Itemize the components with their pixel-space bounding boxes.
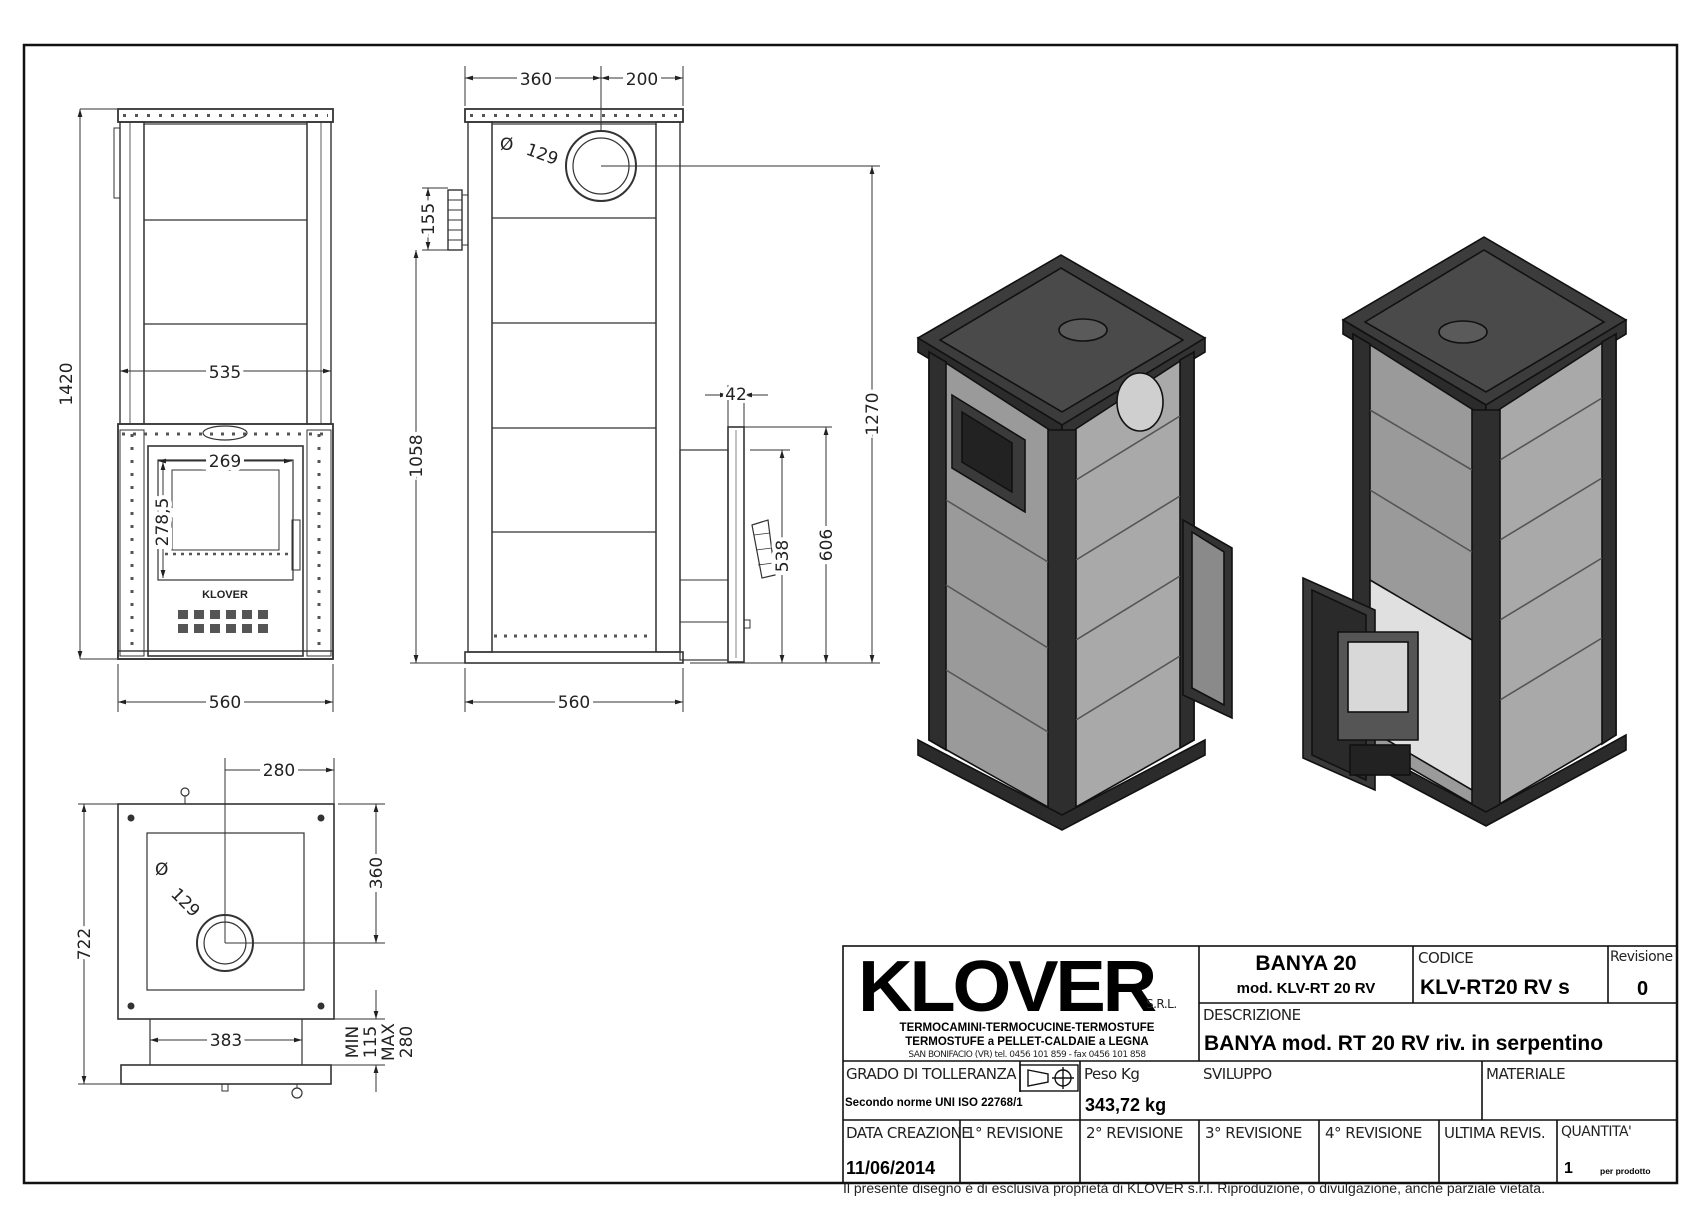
dim-front-inner-width: 535 <box>209 363 241 383</box>
data-creazione-label: DATA CREAZIONE <box>846 1124 971 1142</box>
footer-disclaimer: Il presente disegno è di esclusiva propr… <box>843 1180 1545 1196</box>
company-line-2: TERMOSTUFE a PELLET-CALDAIE a LEGNA <box>905 1036 1149 1048</box>
ultima-revisione-label: ULTIMA REVIS. <box>1444 1124 1546 1142</box>
revisione-value: 0 <box>1636 978 1649 1000</box>
company-line-1: TERMOCAMINI-TERMOCUCINE-TERMOSTUFE <box>899 1022 1155 1034</box>
peso-value: 343,72 kg <box>1085 1095 1167 1115</box>
dim-plan-max-value: 280 <box>397 1026 417 1058</box>
revision-4-label: 4° REVISIONE <box>1325 1124 1422 1142</box>
dim-plan-flue-y: 360 <box>367 857 387 889</box>
codice-value: KLV-RT20 RV s <box>1420 976 1570 999</box>
descrizione-value: BANYA mod. RT 20 RV riv. in serpentino <box>1204 1032 1604 1055</box>
peso-label: Peso Kg <box>1084 1065 1140 1083</box>
dim-side-flue-diameter: 129 <box>523 140 560 170</box>
revision-2-label: 2° REVISIONE <box>1086 1124 1183 1142</box>
quantita-label: QUANTITA' <box>1561 1124 1632 1140</box>
dim-plan-min-label: MIN <box>343 1026 363 1058</box>
side-view <box>447 108 776 664</box>
product-model: mod. KLV-RT 20 RV <box>1236 980 1376 997</box>
dim-front-base-width: 560 <box>209 693 241 713</box>
dim-side-flue-height: 1270 <box>863 392 883 435</box>
isometric-view-closed <box>916 254 1233 831</box>
projection-symbol-icon <box>1019 1064 1079 1092</box>
plan-dimensions <box>78 758 385 1092</box>
dim-side-height: 1058 <box>407 434 427 477</box>
dim-front-height: 1420 <box>57 362 77 405</box>
title-block-grid <box>842 945 1678 1184</box>
quantita-value: 1 <box>1564 1160 1573 1177</box>
dim-plan-offset: 280 <box>263 761 295 781</box>
sviluppo-label: SVILUPPO <box>1203 1065 1272 1083</box>
front-brand-plate: KLOVER <box>202 589 248 601</box>
dim-side-door-total-height: 606 <box>817 529 837 561</box>
data-creazione-value: 11/06/2014 <box>846 1158 936 1178</box>
revision-3-label: 3° REVISIONE <box>1205 1124 1302 1142</box>
dim-side-base-width: 560 <box>558 693 590 713</box>
revision-1-label: 1° REVISIONE <box>966 1124 1063 1142</box>
control-grid <box>178 610 268 633</box>
materiale-label: MATERIALE <box>1486 1065 1566 1083</box>
front-view: KLOVER <box>113 108 334 660</box>
dim-side-top-left: 360 <box>520 70 552 90</box>
dim-plan-max-label: MAX <box>379 1023 399 1061</box>
front-dimensions <box>77 108 334 712</box>
side-dimensions <box>410 66 880 712</box>
dim-front-glass-width: 269 <box>209 452 241 472</box>
tolleranza-label: GRADO DI TOLLERANZA <box>846 1065 1017 1083</box>
codice-label: CODICE <box>1418 949 1474 967</box>
dim-plan-min-value: 115 <box>361 1026 381 1058</box>
dim-side-spacing: 155 <box>419 203 439 235</box>
product-name: BANYA 20 <box>1255 952 1357 975</box>
quantita-unit: per prodotto <box>1600 1166 1651 1176</box>
tolleranza-value: Secondo norme UNI ISO 22768/1 <box>845 1097 1023 1109</box>
dim-side-top-right: 200 <box>626 70 658 90</box>
dim-side-door-height: 538 <box>773 540 793 572</box>
dim-plan-depth: 722 <box>75 928 95 960</box>
dim-side-diameter-symbol: Ø <box>500 135 513 155</box>
dim-front-glass-height: 278,5 <box>153 498 173 547</box>
logo-suffix: S.R.L. <box>1146 997 1177 1011</box>
isometric-view-open <box>1302 236 1628 827</box>
dim-plan-leg-width: 383 <box>210 1031 242 1051</box>
klover-logo: KLOVER <box>858 947 1157 1027</box>
dim-plan-flue-diameter: 129 <box>166 884 203 921</box>
descrizione-label: DESCRIZIONE <box>1203 1006 1301 1024</box>
dim-side-door-thickness: 42 <box>725 385 747 405</box>
dim-plan-diameter-symbol: Ø <box>155 860 168 880</box>
company-address: SAN BONIFACIO (VR) tel. 0456 101 859 - f… <box>908 1050 1146 1060</box>
revisione-label: Revisione <box>1610 949 1673 965</box>
